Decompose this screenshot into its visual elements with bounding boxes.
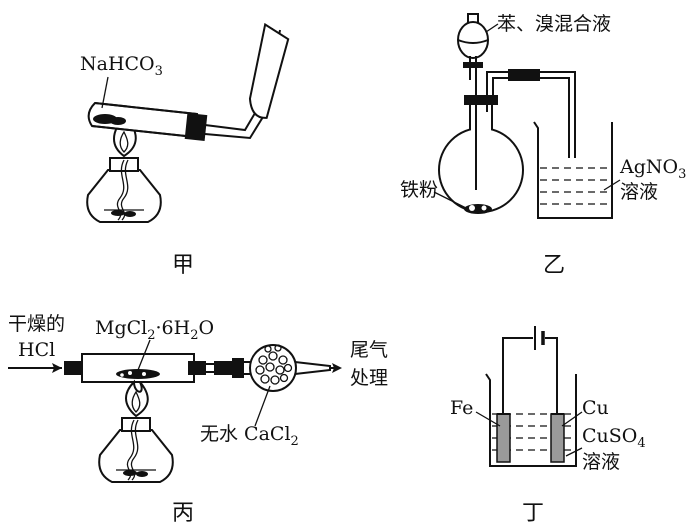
label-benzene-bromine: 苯、溴混合液 [497, 13, 611, 35]
fe-electrode [496, 413, 511, 463]
drying-bulb-bing [232, 344, 331, 392]
label-cuso4-solution: 溶液 [582, 451, 620, 473]
label-cuso4: CuSO4 [582, 425, 646, 451]
label-iron-powder: 铁粉 [400, 179, 438, 201]
label-agno3-solution: 溶液 [620, 181, 658, 203]
label-anhydrous-cacl2: 无水 CaCl2 [200, 423, 299, 449]
flame-bing [125, 379, 149, 418]
round-flask-yi [438, 80, 524, 214]
caption-ding: 丁 [522, 501, 544, 526]
apparatus-jia: NaHCO3 甲 [80, 22, 290, 278]
label-cu: Cu [582, 397, 609, 419]
label-exhaust-line2: 处理 [350, 367, 388, 389]
caption-jia: 甲 [172, 253, 194, 278]
apparatus-yi: 苯、溴混合液 铁粉 AgNO3 溶液 乙 [400, 13, 686, 278]
beaker-yi [533, 121, 613, 219]
label-exhaust-line1: 尾气 [350, 339, 388, 361]
caption-yi: 乙 [543, 253, 565, 278]
alcohol-lamp-jia [86, 157, 162, 223]
alcohol-lamp-bing [98, 417, 174, 483]
apparatus-bing: 干燥的 HCl MgCl2·6H2O 无水 CaCl2 尾气 处理 丙 [8, 313, 388, 526]
label-dry-hcl-line1: 干燥的 [8, 313, 65, 335]
label-mgcl2-hydrate: MgCl2·6H2O [95, 317, 214, 343]
label-dry-hcl-line2: HCl [18, 339, 55, 361]
test-tube-jia [87, 27, 281, 141]
collection-tube-jia [248, 22, 290, 119]
caption-bing: 丙 [172, 501, 194, 526]
separatory-funnel-yi [457, 13, 489, 80]
label-nahco3: NaHCO3 [80, 53, 163, 79]
label-agno3: AgNO3 [619, 156, 686, 182]
apparatus-ding: Fe Cu CuSO4 溶液 丁 [450, 326, 646, 526]
label-fe: Fe [450, 397, 473, 419]
cu-electrode [550, 413, 565, 463]
